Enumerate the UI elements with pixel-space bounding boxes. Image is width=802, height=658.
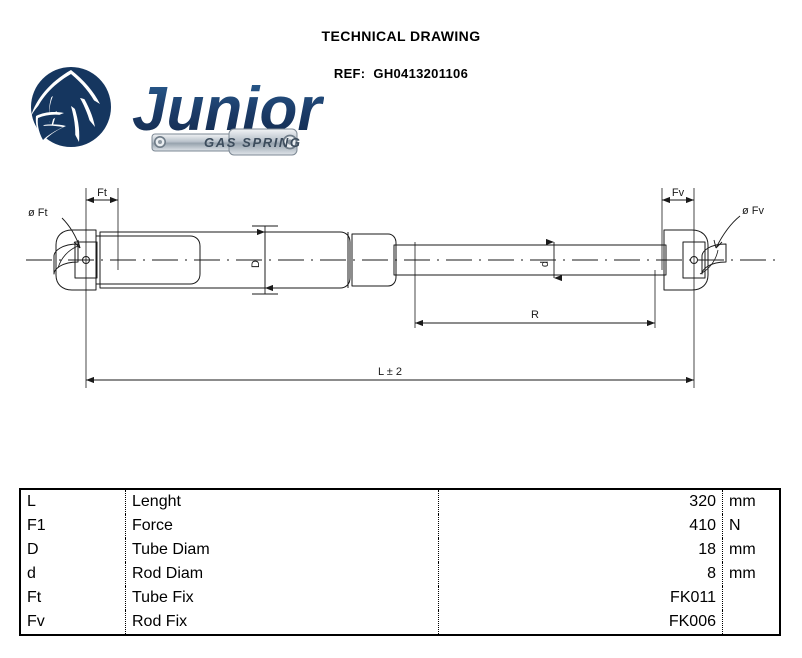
- spec-value: 18: [438, 538, 723, 562]
- spec-unit: mm: [729, 565, 756, 582]
- page-title: TECHNICAL DRAWING: [321, 28, 481, 44]
- spec-unit: [723, 610, 780, 634]
- extension-lines: [85, 188, 695, 388]
- spec-unit: mm: [729, 493, 756, 510]
- label-rod-fix-dim: Fv: [672, 187, 685, 199]
- label-tube-fix-dim: Ft: [97, 187, 107, 199]
- spec-value: 410: [438, 514, 723, 538]
- label-rod-diam: d: [539, 261, 551, 267]
- reference-line: REF: GH0413201106: [0, 66, 802, 81]
- technical-drawing: Ft ø Ft Fv ø Fv D d R L ± 2: [0, 170, 802, 400]
- company-logo: Junior GAS SPRING: [24, 56, 324, 168]
- spec-unit: N: [729, 517, 741, 534]
- spec-symbol: F1: [21, 514, 126, 538]
- tube-diameter-dimension: [252, 225, 278, 295]
- reference-value: GH0413201106: [373, 66, 469, 81]
- label-tube-fix-diameter: ø Ft: [28, 207, 48, 219]
- spec-symbol: Ft: [21, 586, 126, 610]
- wing-emblem-icon: [31, 67, 111, 147]
- spec-unit: mm: [729, 541, 756, 558]
- spec-unit: [723, 586, 780, 610]
- spec-value: 8: [438, 562, 723, 586]
- logo-tagline: GAS SPRING: [204, 135, 302, 150]
- spec-description: Rod Diam: [125, 562, 439, 586]
- spec-symbol: Fv: [21, 610, 126, 634]
- label-length: L ± 2: [378, 366, 402, 378]
- label-tube-diam: D: [250, 260, 262, 268]
- spec-value: FK006: [438, 610, 723, 634]
- spec-symbol: L: [21, 490, 126, 514]
- spec-description: Lenght: [125, 490, 439, 514]
- spec-description: Tube Diam: [125, 538, 439, 562]
- gas-spring-graphic-icon: [151, 128, 298, 156]
- label-rod-fix-diameter: ø Fv: [742, 205, 764, 217]
- cylinder-tube: [95, 231, 397, 289]
- reference-label: REF:: [333, 66, 366, 81]
- spec-value: 320: [438, 490, 723, 514]
- rod-end-fitting: [663, 215, 741, 291]
- spec-description: Rod Fix: [125, 610, 439, 634]
- spec-value: FK011: [438, 586, 723, 610]
- spec-description: Tube Fix: [125, 586, 439, 610]
- tube-end-fitting: [53, 217, 98, 291]
- spec-description: Force: [125, 514, 439, 538]
- label-stroke: R: [531, 309, 539, 321]
- spec-symbol: D: [21, 538, 126, 562]
- spec-symbol: d: [21, 562, 126, 586]
